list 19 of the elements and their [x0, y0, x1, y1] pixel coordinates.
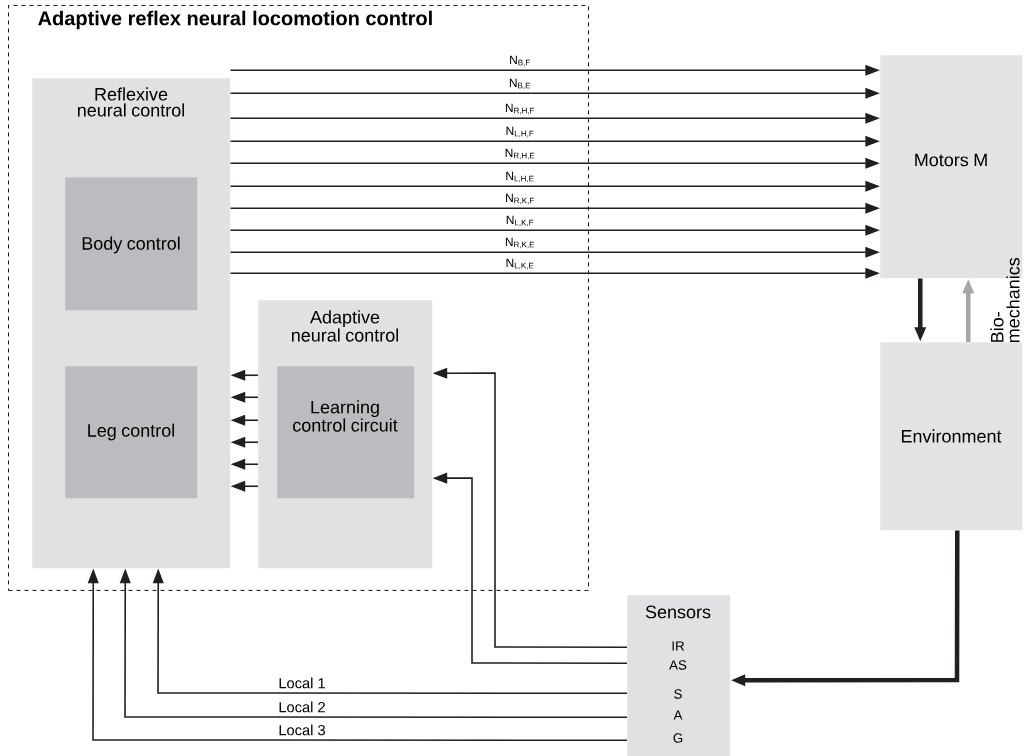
edge-label: N$_{R,H,E}$ — [503, 147, 537, 161]
edge-label: N$_{L,K,F}$ — [504, 214, 536, 228]
edge-label: N$_{L,K,E}$ — [504, 257, 536, 271]
edge-label: N$_{L,H,F}$ — [504, 125, 536, 139]
edge-label: N$_{R,K,F}$ — [503, 192, 537, 206]
edge-label: Local 3 — [277, 723, 327, 737]
edge-label: N$_{B,F}$ — [507, 54, 533, 68]
edge-label: N$_{R,H,F}$ — [503, 102, 537, 116]
circuit-box: Learning control circuit — [277, 366, 415, 499]
environment-box: Environment — [880, 342, 1023, 531]
edge-label: Local 1 — [277, 676, 327, 690]
control-box: Leg control — [65, 366, 198, 499]
edge-label: N$_{B,E}$ — [507, 77, 533, 91]
edge-label: N$_{R,K,E}$ — [503, 236, 537, 250]
edge-label: N$_{L,H,E}$ — [504, 170, 536, 184]
edge-label: Local 2 — [277, 700, 327, 714]
control-box: Body control — [65, 177, 198, 311]
sensor-box: Sensors IR AS S A G — [627, 595, 731, 756]
edge-label: Bio- mechanics — [990, 257, 1020, 343]
